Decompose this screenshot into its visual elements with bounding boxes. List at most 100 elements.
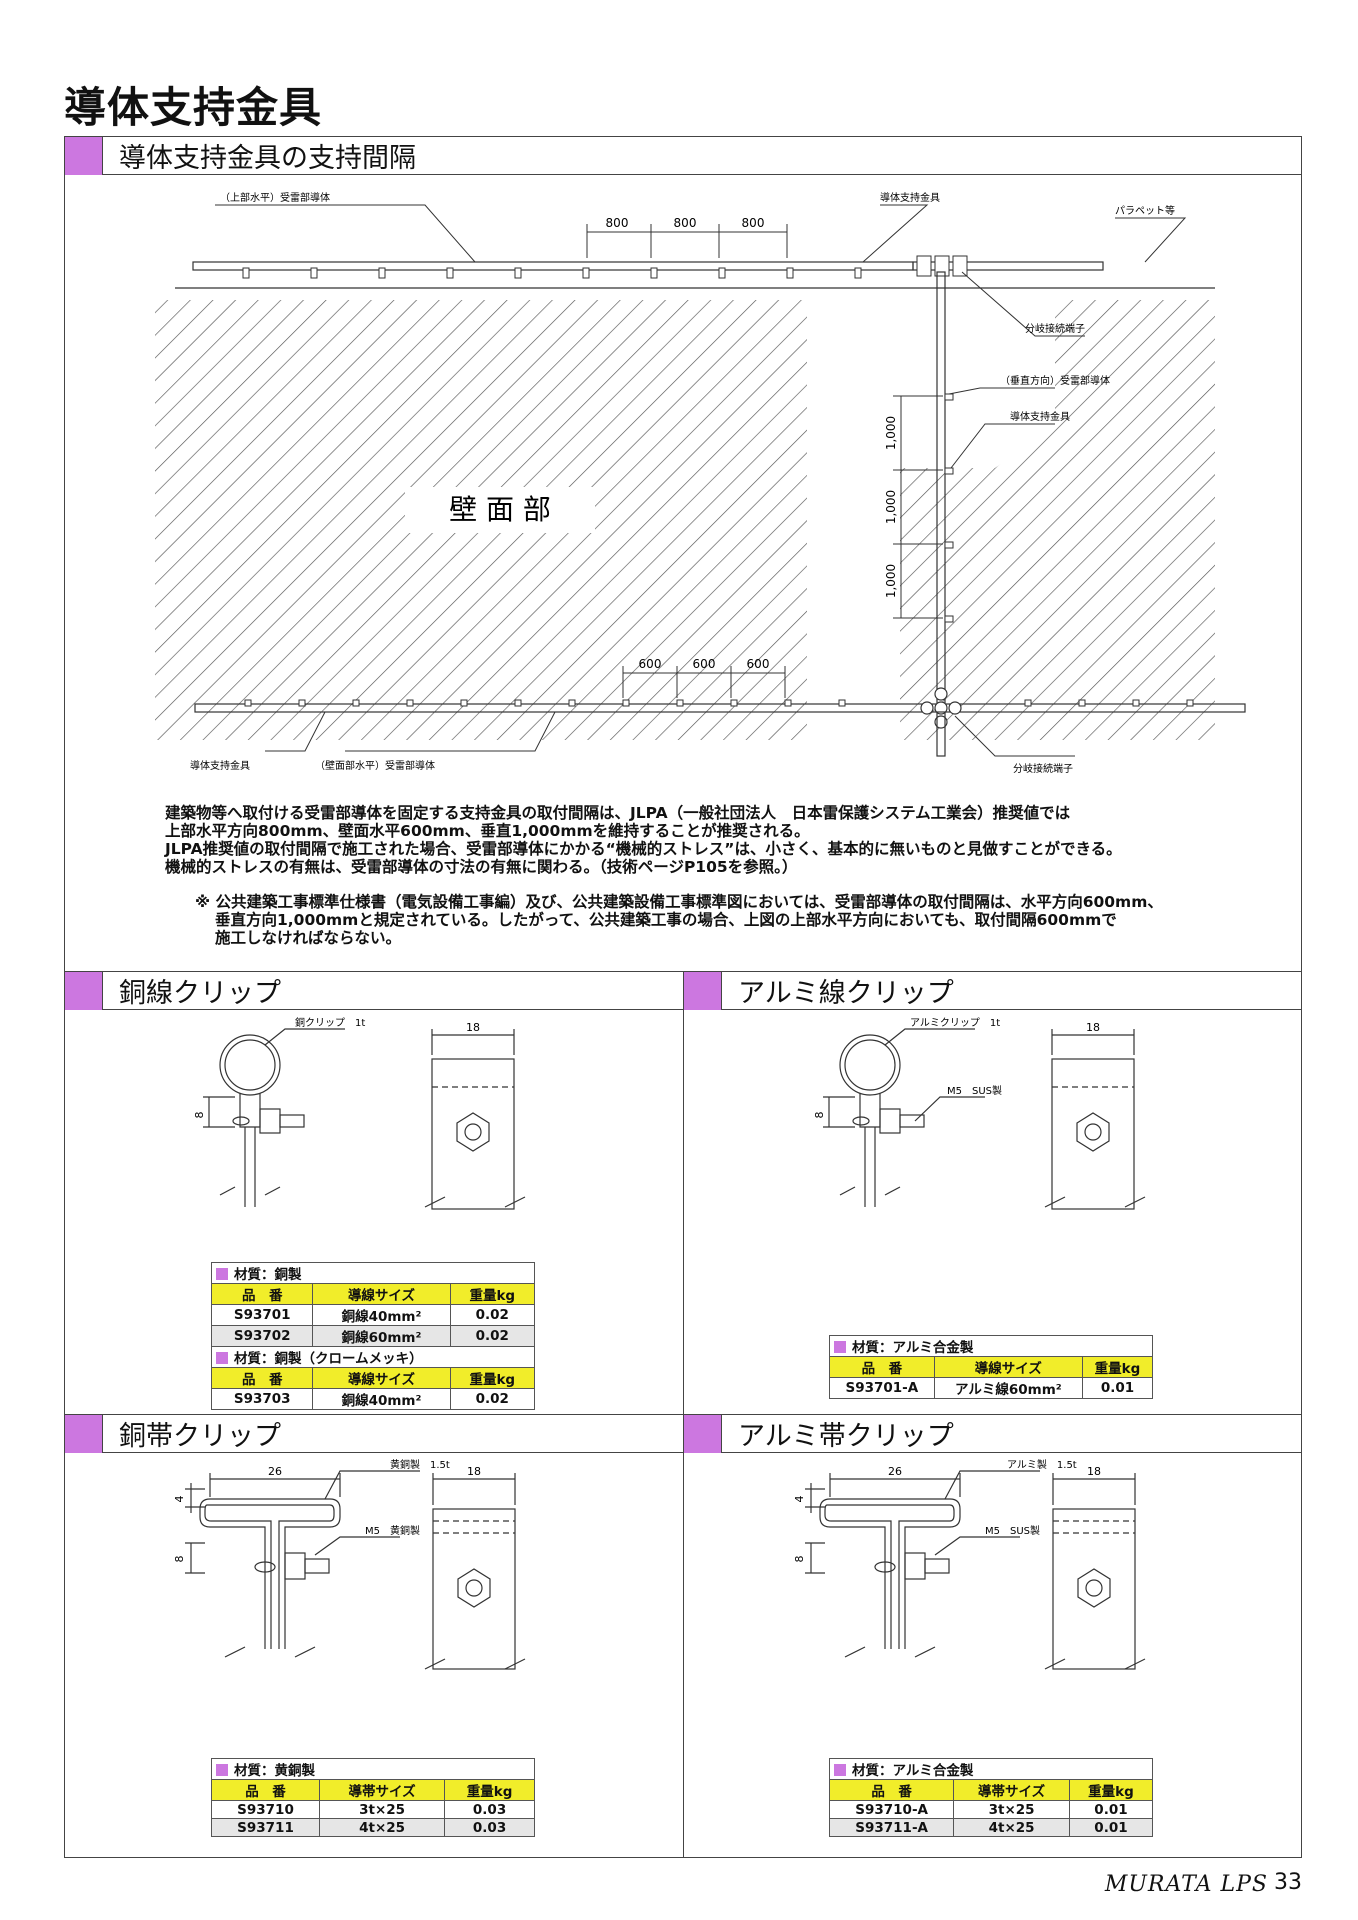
copper-band-clip-table: 材質：黄銅製 品 番 導帯サイズ 重量kg S93710 3t×25 0.03 … [210, 1758, 535, 1837]
table-header: 重量kg [444, 1779, 535, 1801]
copper-band-clip-width: 26 [268, 1465, 282, 1478]
description-line-4: 機械的ストレスの有無は、受雷部導体の寸法の有無に関わる。（技術ページP105を参… [165, 858, 798, 876]
dim-vertical-1: 1,000 [884, 416, 898, 450]
section-header-copper-wire-clip: 銅線クリップ [65, 971, 683, 1010]
content-frame: 導体支持金具の支持間隔 壁 面 部 [64, 136, 1302, 1858]
section-title: 銅線クリップ [119, 978, 281, 1009]
dim-top-2: 800 [674, 216, 697, 230]
material-marker [216, 1268, 228, 1280]
note-line-2: 垂直方向1,000mmと規定されている。したがって、公共建築工事の場合、上図の上… [215, 911, 1117, 929]
wall-label-bg [405, 487, 595, 533]
dim-vertical-3: 1,000 [884, 564, 898, 598]
copper-band-clip-bolt: M5 黄銅製 [365, 1524, 420, 1537]
alu-wire-clip-drawing: アルミクリップ 1t M5 SUS製 18 8 [813, 1017, 1146, 1210]
table-header: 導帯サイズ [319, 1779, 446, 1801]
table-row: S93710-A 3t×25 0.01 [828, 1800, 1154, 1819]
spacing-diagram: 壁 面 部 800 800 800 1,000 1,000 1,000 [155, 191, 1246, 775]
alu-band-clip-height2: 8 [793, 1556, 806, 1563]
section-title: アルミ線クリップ [738, 978, 954, 1009]
table-row: S93701-A アルミ線60mm² 0.01 [829, 1377, 1154, 1399]
section-header-alu-wire-clip: アルミ線クリップ [684, 971, 1301, 1010]
table-header: 重量kg [1068, 1779, 1154, 1801]
note-line-3: 施工しなければならない。 [215, 929, 402, 947]
section-marker [684, 971, 722, 1010]
table-header: 導線サイズ [312, 1367, 451, 1389]
material-label: 材質：アルミ合金製 [852, 1763, 974, 1779]
material-marker [216, 1764, 228, 1776]
alu-wire-clip-bolt: M5 SUS製 [947, 1084, 1002, 1097]
table-header: 品 番 [828, 1779, 955, 1801]
alu-band-clip-drawing: アルミ製 1.5t M5 SUS製 26 18 4 8 [793, 1459, 1146, 1670]
section-header-spacing: 導体支持金具の支持間隔 [65, 136, 1301, 175]
table-header: 導帯サイズ [953, 1779, 1070, 1801]
table-row: S93703 銅線40mm² 0.02 [210, 1388, 536, 1410]
alu-wire-clip-width: 18 [1086, 1021, 1100, 1034]
alu-band-clip-height1: 4 [793, 1496, 806, 1503]
page-number: 33 [1274, 1870, 1302, 1895]
table-row: S93701 銅線40mm² 0.02 [210, 1304, 536, 1326]
label-support-bottom: 導体支持金具 [190, 759, 250, 772]
dim-bottom-3: 600 [747, 657, 770, 671]
label-branch-bottom: 分岐接続端子 [1013, 762, 1073, 775]
section-marker [65, 971, 103, 1010]
footer-brand: MURATA LPS [1104, 1872, 1268, 1897]
section-title: 銅帯クリップ [119, 1421, 281, 1452]
material-label: 材質：黄銅製 [234, 1763, 315, 1779]
table-header: 導線サイズ [312, 1283, 451, 1305]
table-row: S93710 3t×25 0.03 [210, 1800, 535, 1819]
dim-top-3: 800 [742, 216, 765, 230]
table-header: 品 番 [210, 1367, 314, 1389]
dim-bottom-1: 600 [639, 657, 662, 671]
section-marker [65, 136, 103, 175]
page-title: 導体支持金具 [64, 83, 323, 132]
description-line-1: 建築物等へ取付ける受雷部導体を固定する支持金具の取付間隔は、JLPA（一般社団法… [165, 804, 1071, 822]
section-marker [65, 1414, 103, 1453]
copper-wire-clip-drawing: 銅クリップ 1t 18 8 [193, 1017, 526, 1210]
note-line-1: ※ 公共建築工事標準仕様書（電気設備工事編）及び、公共建築設備工事標準図において… [195, 893, 1163, 911]
copper-band-clip-width2: 18 [467, 1465, 481, 1478]
divider [65, 1414, 1301, 1415]
alu-band-clip-width2: 18 [1087, 1465, 1101, 1478]
section-header-copper-band-clip: 銅帯クリップ [65, 1414, 683, 1453]
table-row: S93711-A 4t×25 0.01 [828, 1818, 1154, 1837]
label-wall-conductor: （壁面部水平）受雷部導体 [315, 759, 435, 772]
alu-wire-clip-table: 材質：アルミ合金製 品 番 導線サイズ 重量kg S93701-A アルミ線60… [829, 1335, 1154, 1399]
wall-conductor [194, 703, 1246, 713]
label-top-conductor: （上部水平）受雷部導体 [220, 191, 330, 204]
table-header: 重量kg [449, 1367, 536, 1389]
copper-wire-clip-height: 8 [193, 1112, 206, 1119]
wall-hatch-right [900, 300, 1215, 740]
table-row: S93711 4t×25 0.03 [210, 1818, 535, 1837]
alu-band-clip-table: 材質：アルミ合金製 品 番 導帯サイズ 重量kg S93710-A 3t×25 … [828, 1758, 1154, 1837]
description-line-2: 上部水平方向800mm、壁面水平600mm、垂直1,000mmを維持することが推… [165, 822, 810, 840]
material-marker [834, 1341, 846, 1353]
table-header: 品 番 [829, 1356, 935, 1378]
dim-top-1: 800 [606, 216, 629, 230]
wall-label: 壁 面 部 [449, 493, 551, 526]
copper-band-clip-drawing: 黄銅製 1.5t M5 黄銅製 26 18 4 8 [173, 1459, 526, 1670]
material-label: 材質：銅製（クロームメッキ） [234, 1351, 423, 1367]
label-vertical-conductor: （垂直方向）受雷部導体 [1000, 374, 1110, 387]
material-marker [216, 1352, 228, 1364]
label-support-top: 導体支持金具 [880, 191, 940, 204]
table-header: 重量kg [1081, 1356, 1154, 1378]
dim-vertical-2: 1,000 [884, 490, 898, 524]
copper-band-clip-label: 黄銅製 1.5t [390, 1459, 450, 1471]
alu-wire-clip-height: 8 [813, 1112, 826, 1119]
material-label: 材質：銅製 [234, 1267, 302, 1283]
material-marker [834, 1764, 846, 1776]
table-header: 重量kg [449, 1283, 536, 1305]
table-header: 品 番 [210, 1779, 321, 1801]
section-title: 導体支持金具の支持間隔 [119, 143, 416, 174]
label-branch-top: 分岐接続端子 [1025, 322, 1085, 335]
top-conductor [192, 261, 914, 271]
table-row: S93702 銅線60mm² 0.02 [210, 1325, 536, 1347]
copper-wire-clip-table: 材質：銅製 品 番 導線サイズ 重量kg S93701 銅線40mm² 0.02… [210, 1262, 536, 1410]
alu-wire-clip-label: アルミクリップ 1t [910, 1017, 1000, 1029]
table-header: 品 番 [210, 1283, 314, 1305]
alu-band-clip-label: アルミ製 1.5t [1007, 1459, 1077, 1471]
label-support-vertical: 導体支持金具 [1010, 410, 1070, 423]
dim-bottom-2: 600 [693, 657, 716, 671]
table-header: 導線サイズ [933, 1356, 1083, 1378]
copper-wire-clip-width: 18 [466, 1021, 480, 1034]
